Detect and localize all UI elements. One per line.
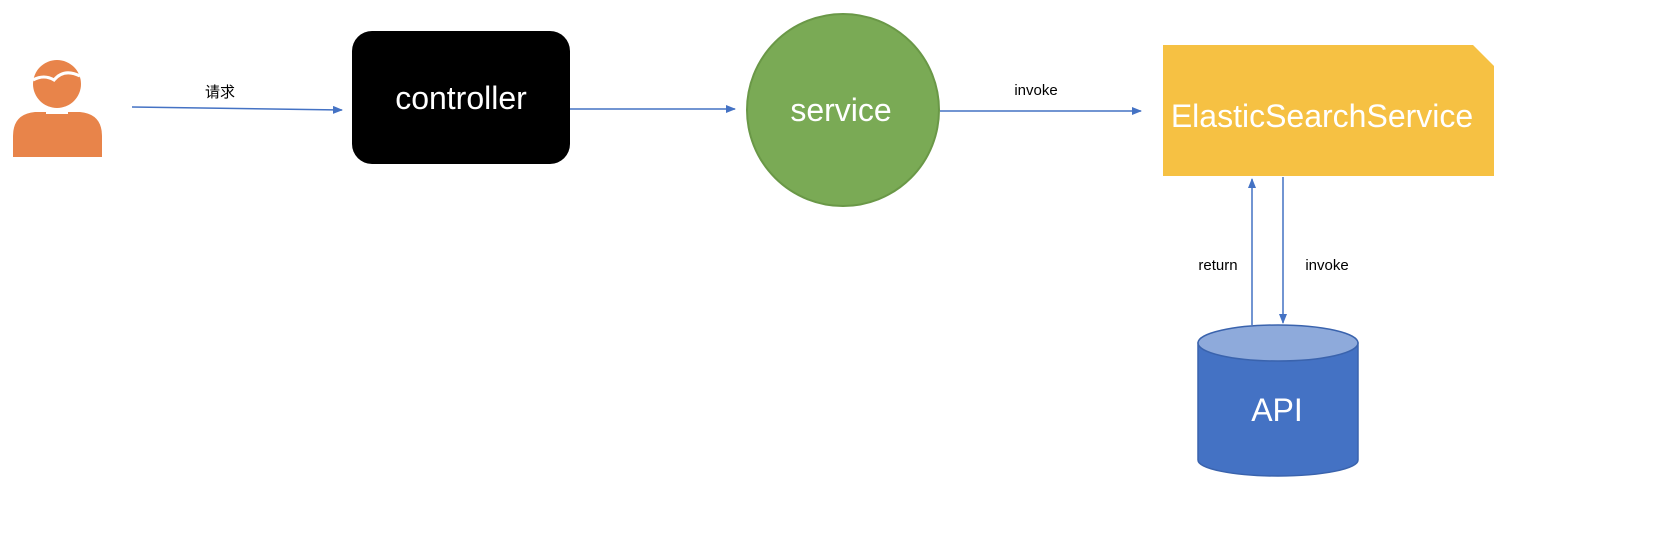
edge-label-request: 请求 bbox=[205, 84, 235, 101]
user-icon bbox=[13, 60, 102, 157]
api-label: API bbox=[1251, 392, 1303, 428]
edge-label-invoke-es: invoke bbox=[1014, 82, 1057, 99]
elasticsearch-service-label: ElasticSearchService bbox=[1171, 98, 1473, 134]
service-node: service bbox=[746, 13, 940, 207]
edge-label-return: return bbox=[1198, 257, 1237, 274]
edge-user-to-controller: 请求 bbox=[131, 84, 343, 114]
edge-label-invoke-api: invoke bbox=[1305, 257, 1348, 274]
api-database-node: API bbox=[1197, 324, 1359, 477]
edge-service-to-es: invoke bbox=[940, 82, 1142, 115]
edge-es-to-api: invoke bbox=[1279, 177, 1349, 324]
controller-node: controller bbox=[352, 31, 570, 164]
elasticsearch-service-node: ElasticSearchService bbox=[1163, 45, 1494, 176]
edge-api-to-es: return bbox=[1198, 178, 1256, 325]
service-label: service bbox=[790, 92, 891, 128]
controller-label: controller bbox=[395, 80, 527, 116]
